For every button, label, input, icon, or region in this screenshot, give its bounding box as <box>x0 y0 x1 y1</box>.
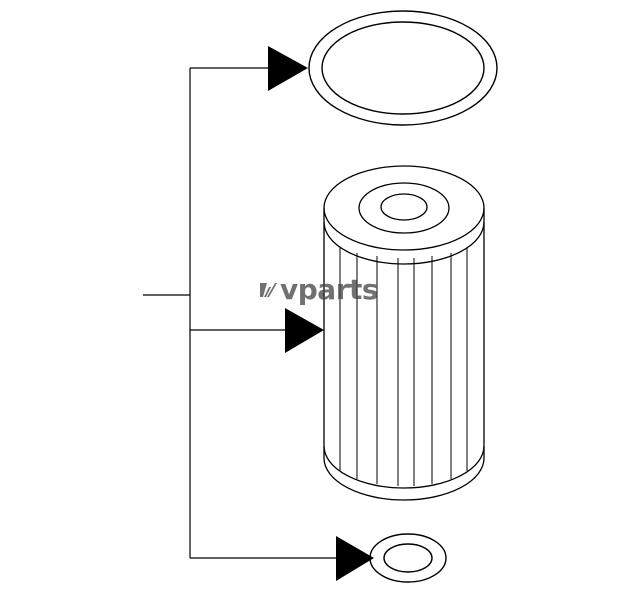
filter-center-hole <box>380 193 428 221</box>
filter-pleats <box>339 247 468 486</box>
o-ring-small-inner <box>383 543 433 573</box>
arrowhead-bottom <box>336 536 374 581</box>
filter-top-band <box>323 221 485 265</box>
o-ring-small-outer <box>369 533 447 583</box>
arrowhead-middle <box>285 308 324 353</box>
o-ring-small <box>369 533 447 583</box>
filter-element <box>323 165 485 501</box>
filter-body-outline <box>323 208 485 501</box>
filter-top-recess <box>358 182 450 234</box>
arrowheads <box>268 46 374 581</box>
o-ring-large-inner <box>321 21 485 115</box>
o-ring-large-outer <box>308 10 498 126</box>
filter-top-cap <box>323 165 485 251</box>
leader-lines <box>143 67 336 559</box>
filter-bottom-rim <box>323 445 485 489</box>
o-ring-large <box>308 10 498 126</box>
arrowhead-top <box>268 46 308 91</box>
